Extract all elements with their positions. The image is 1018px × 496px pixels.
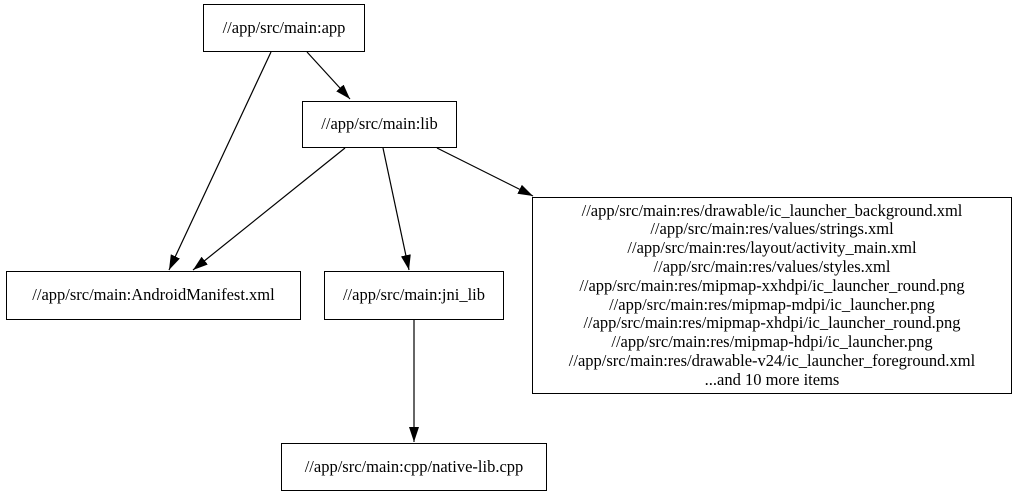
node-jni-lib-label: //app/src/main:jni_lib [342,285,486,305]
res-file-label: //app/src/main:res/mipmap-xhdpi/ic_launc… [583,313,961,333]
node-native-lib-cpp: //app/src/main:cpp/native-lib.cpp [281,443,547,491]
node-jni-lib: //app/src/main:jni_lib [324,271,504,320]
res-file-label: //app/src/main:res/mipmap-xxhdpi/ic_laun… [579,275,965,295]
res-file-label: //app/src/main:res/mipmap-hdpi/ic_launch… [611,332,933,352]
edge-lib-manifest [192,147,346,271]
node-app-label: //app/src/main:app [222,17,346,37]
node-native-lib-cpp-label: //app/src/main:cpp/native-lib.cpp [304,456,524,476]
node-lib-label: //app/src/main:lib [321,114,438,134]
res-file-label: //app/src/main:res/values/strings.xml [650,219,894,239]
res-file-label: //app/src/main:res/layout/activity_main.… [627,238,917,258]
node-res-files: //app/src/main:res/drawable/ic_launcher_… [532,197,1012,394]
node-lib: //app/src/main:lib [302,101,457,148]
node-android-manifest: //app/src/main:AndroidManifest.xml [6,271,301,320]
node-app: //app/src/main:app [203,4,365,52]
res-file-label: //app/src/main:res/drawable/ic_launcher_… [581,200,963,220]
res-more-items-label: ...and 10 more items [704,369,840,389]
edge-app-manifest [168,51,272,271]
edge-app-lib [306,51,351,100]
res-file-label: //app/src/main:res/mipmap-mdpi/ic_launch… [609,294,935,314]
res-file-label: //app/src/main:res/values/styles.xml [653,256,891,276]
edge-lib-res-files [436,147,534,197]
edge-lib-jni-lib [382,147,411,271]
node-android-manifest-label: //app/src/main:AndroidManifest.xml [32,285,275,305]
res-file-label: //app/src/main:res/drawable-v24/ic_launc… [568,350,976,370]
